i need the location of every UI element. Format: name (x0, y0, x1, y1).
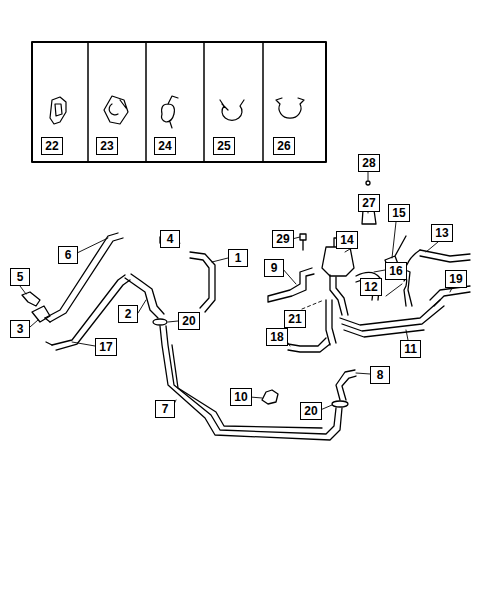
callout-number: 12 (364, 281, 377, 293)
callout-box: 22 (41, 137, 63, 155)
callout-number: 9 (271, 262, 278, 274)
callout-number: 19 (449, 273, 462, 285)
callout-box: 29 (272, 230, 294, 248)
callout-number: 20 (304, 405, 317, 417)
callout-number: 10 (234, 391, 247, 403)
callout-box: 9 (264, 259, 284, 277)
callout-number: 7 (162, 403, 169, 415)
callout-box: 15 (388, 204, 410, 222)
callout-box: 18 (266, 328, 288, 346)
callout-box: 20 (178, 312, 200, 330)
callout-box: 1 (228, 249, 248, 267)
callout-box: 27 (358, 194, 380, 212)
callout-number: 18 (270, 331, 283, 343)
callout-box: 4 (160, 230, 180, 248)
callout-number: 6 (65, 249, 72, 261)
callout-number: 11 (404, 343, 417, 355)
callout-box: 7 (155, 400, 175, 418)
callout-box: 16 (385, 262, 407, 280)
callout-box: 24 (154, 137, 176, 155)
callout-number: 4 (167, 233, 174, 245)
callout-number: 17 (99, 341, 112, 353)
callout-box: 2 (118, 305, 138, 323)
callout-box: 25 (213, 137, 235, 155)
callout-box: 6 (58, 246, 78, 264)
callout-number: 23 (100, 140, 113, 152)
callout-number: 20 (182, 315, 195, 327)
callout-number: 14 (340, 234, 353, 246)
callout-number: 28 (362, 157, 375, 169)
callout-number: 29 (276, 233, 289, 245)
callout-number: 25 (217, 140, 230, 152)
callout-number: 1 (235, 252, 242, 264)
leader-lines (20, 172, 452, 411)
callout-box: 11 (400, 340, 421, 358)
callout-number: 3 (17, 323, 24, 335)
callout-box: 28 (358, 154, 380, 172)
callout-box: 5 (10, 268, 30, 286)
callout-number: 16 (389, 265, 402, 277)
callout-box: 21 (284, 310, 306, 328)
callout-number: 22 (45, 140, 58, 152)
clip-icons (50, 96, 304, 128)
callout-box: 8 (370, 366, 390, 384)
callout-box: 20 (300, 402, 322, 420)
callout-box: 26 (273, 137, 295, 155)
panel-dividers (88, 42, 263, 162)
callout-number: 26 (277, 140, 290, 152)
callout-box: 17 (95, 338, 117, 356)
callout-number: 21 (288, 313, 301, 325)
callout-box: 10 (230, 388, 252, 406)
callout-box: 13 (431, 224, 453, 242)
callout-box: 23 (96, 137, 118, 155)
callout-number: 27 (362, 197, 375, 209)
callout-number: 5 (17, 271, 24, 283)
callout-number: 24 (158, 140, 171, 152)
callout-number: 2 (125, 308, 132, 320)
callout-box: 3 (10, 320, 30, 338)
callout-box: 12 (360, 278, 382, 296)
callout-number: 15 (392, 207, 405, 219)
callout-number: 8 (377, 369, 384, 381)
tubes (22, 181, 470, 440)
panel-frame (32, 42, 326, 162)
callout-box: 14 (336, 231, 358, 249)
callout-box: 19 (445, 270, 467, 288)
callout-number: 13 (435, 227, 448, 239)
